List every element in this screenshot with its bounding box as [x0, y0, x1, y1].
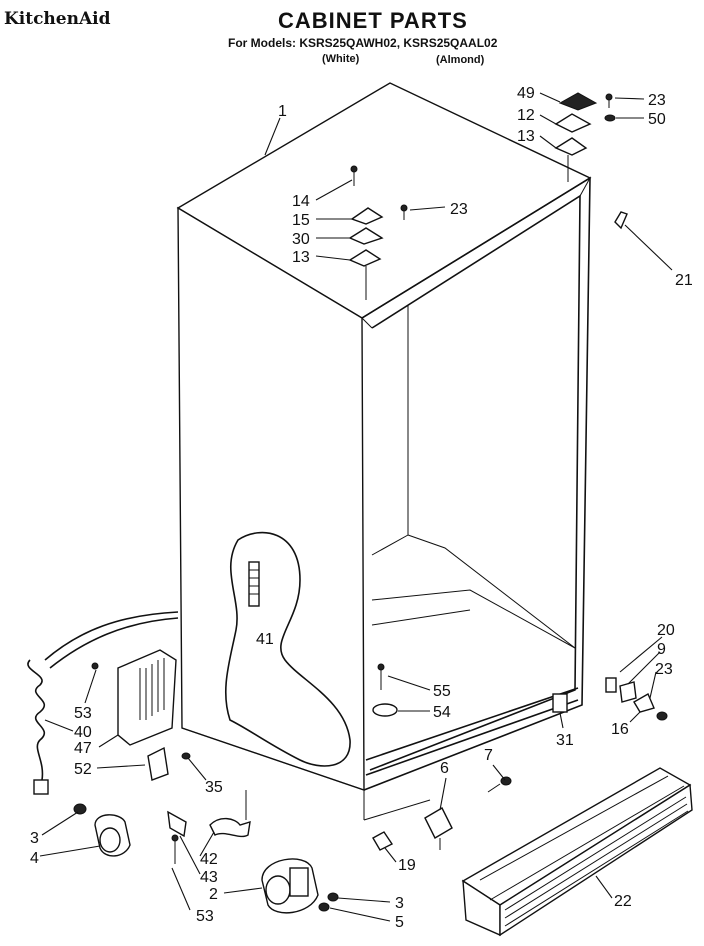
callout-3: 3	[395, 895, 404, 912]
callout-12: 12	[517, 107, 535, 124]
callout-35: 35	[205, 779, 223, 796]
callout-54: 54	[433, 704, 451, 721]
callout-2: 2	[209, 886, 218, 903]
callout-4: 4	[30, 850, 39, 867]
callout-7: 7	[484, 747, 493, 764]
electrical-box	[91, 649, 177, 746]
leader-lines	[39, 92, 673, 922]
callout-23: 23	[655, 661, 673, 678]
callout-42: 42	[200, 851, 218, 868]
callout-13: 13	[292, 249, 310, 266]
power-cord	[27, 611, 179, 795]
callout-22: 22	[614, 893, 632, 910]
cabinet-body	[176, 82, 592, 821]
callout-53: 53	[196, 908, 214, 925]
front-roller-assembly	[261, 858, 339, 914]
callout-40: 40	[74, 724, 92, 741]
bottom-right-hinge-parts	[605, 677, 668, 721]
callout-23: 23	[450, 201, 468, 218]
callout-16: 16	[611, 721, 629, 738]
callout-30: 30	[292, 231, 310, 248]
callout-15: 15	[292, 212, 310, 229]
brand-logo: KitchenAid	[4, 9, 111, 29]
callout-13: 13	[517, 128, 535, 145]
callout-31: 31	[556, 732, 574, 749]
callout-50: 50	[648, 111, 666, 128]
callout-1: 1	[278, 103, 287, 120]
callout-6: 6	[440, 760, 449, 777]
part-21-clip	[614, 211, 628, 230]
left-roller-assembly	[73, 803, 131, 857]
callout-14: 14	[292, 193, 310, 210]
top-right-hinge-parts	[554, 92, 616, 182]
callout-43: 43	[200, 869, 218, 886]
callout-20: 20	[657, 622, 675, 639]
callout-3: 3	[30, 830, 39, 847]
variant-white: (White)	[322, 53, 360, 65]
callout-19: 19	[398, 857, 416, 874]
toe-grille-part-22	[461, 767, 693, 937]
part-19-clip	[372, 831, 394, 851]
callout-23: 23	[648, 92, 666, 109]
callout-47: 47	[74, 740, 92, 757]
callout-55: 55	[433, 683, 451, 700]
callout-labels: 1 49 12 13 23 50 14 15 23 30 13 21 41 20…	[30, 85, 693, 931]
part-31-bracket	[552, 693, 568, 713]
spring-part-41	[248, 561, 260, 607]
top-left-hinge-parts	[348, 165, 408, 300]
callout-21: 21	[675, 272, 693, 289]
part-54-55-bracket	[372, 663, 398, 717]
part-42-43-bracket	[167, 790, 251, 864]
callout-52: 52	[74, 761, 92, 778]
variant-almond: (Almond)	[436, 54, 485, 66]
models-line: For Models: KSRS25QAWH02, KSRS25QAAL02	[228, 36, 498, 50]
callout-49: 49	[517, 85, 535, 102]
callout-9: 9	[657, 641, 666, 658]
callout-5: 5	[395, 914, 404, 931]
callout-41: 41	[256, 631, 274, 648]
part-6-7-bracket	[424, 776, 512, 850]
part-52-35-clip	[147, 746, 191, 781]
callout-53: 53	[74, 705, 92, 722]
page-title: CABINET PARTS	[278, 8, 468, 33]
